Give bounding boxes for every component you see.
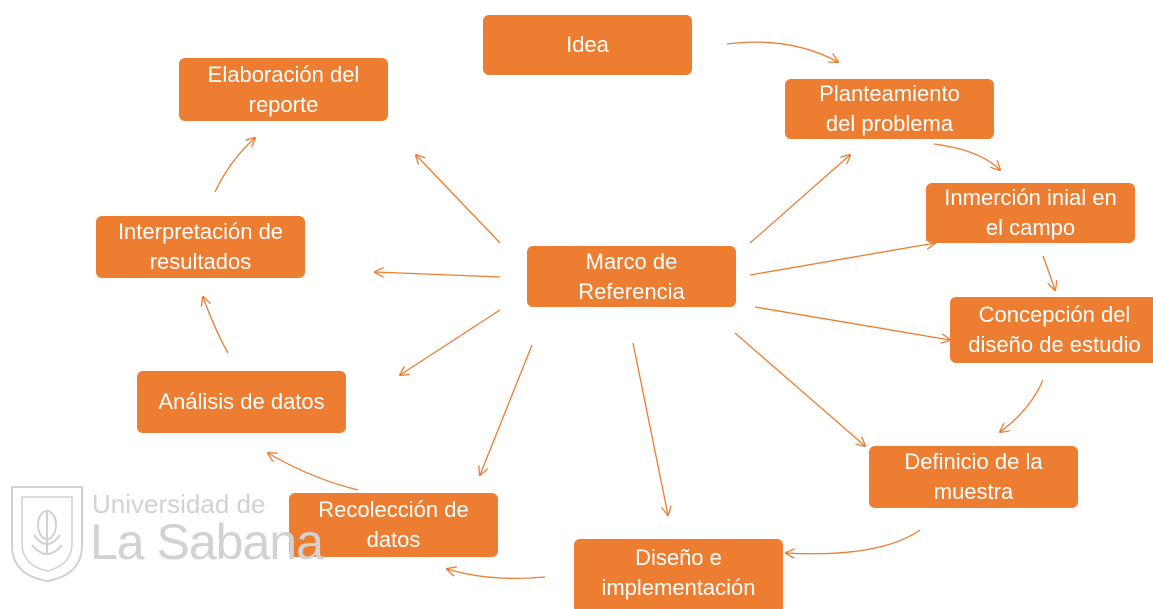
logo-text-line1: Universidad de xyxy=(92,489,266,519)
logo-text-line2: La Sabana xyxy=(90,514,324,570)
node-analisis: Análisis de datos xyxy=(137,371,346,433)
arrow-marco-definicio xyxy=(734,332,865,446)
arrow-concepcion-definicio xyxy=(1000,379,1044,432)
node-recoleccion: Recolección de datos xyxy=(289,493,498,557)
arrow-planteamiento-inmercion xyxy=(933,143,1000,170)
university-logo: Universidad de La Sabana xyxy=(8,483,324,583)
node-marco-de-referencia: Marco de Referencia xyxy=(527,246,736,307)
node-idea: Idea xyxy=(483,15,692,75)
node-inmercion: Inmerción inial en el campo xyxy=(926,183,1135,243)
node-interpretacion: Interpretación de resultados xyxy=(96,216,305,278)
arrow-marco-concepcion xyxy=(754,306,950,340)
arrow-marco-elaboracion xyxy=(416,155,501,244)
arrow-marco-interpretacion xyxy=(375,272,501,278)
arrow-recoleccion-analisis xyxy=(268,453,359,491)
arrow-marco-inmercion xyxy=(749,243,935,276)
node-diseno: Diseño e implementación xyxy=(574,539,783,609)
arrow-marco-recoleccion xyxy=(480,344,533,475)
university-seal-icon xyxy=(11,486,83,583)
flow-arrows xyxy=(0,41,1153,580)
arrow-interpretacion-elaboracion xyxy=(214,138,255,193)
node-planteamiento: Planteamiento del problema xyxy=(785,79,994,139)
arrow-inmercion-concepcion xyxy=(1042,255,1055,290)
arrow-marco-diseno xyxy=(632,342,668,515)
node-definicio: Definicio de la muestra xyxy=(869,446,1078,508)
arrow-analisis-interpretacion xyxy=(203,297,229,354)
arrow-definicio-diseno xyxy=(786,529,921,554)
arrow-marco-analisis xyxy=(400,309,501,375)
arrow-diseno-recoleccion xyxy=(447,569,546,580)
arrow-marco-planteamiento xyxy=(749,155,850,244)
node-elaboracion: Elaboración del reporte xyxy=(179,58,388,121)
arrow-idea-planteamiento xyxy=(726,41,838,62)
node-concepcion: Concepción del diseño de estudio xyxy=(950,297,1153,363)
